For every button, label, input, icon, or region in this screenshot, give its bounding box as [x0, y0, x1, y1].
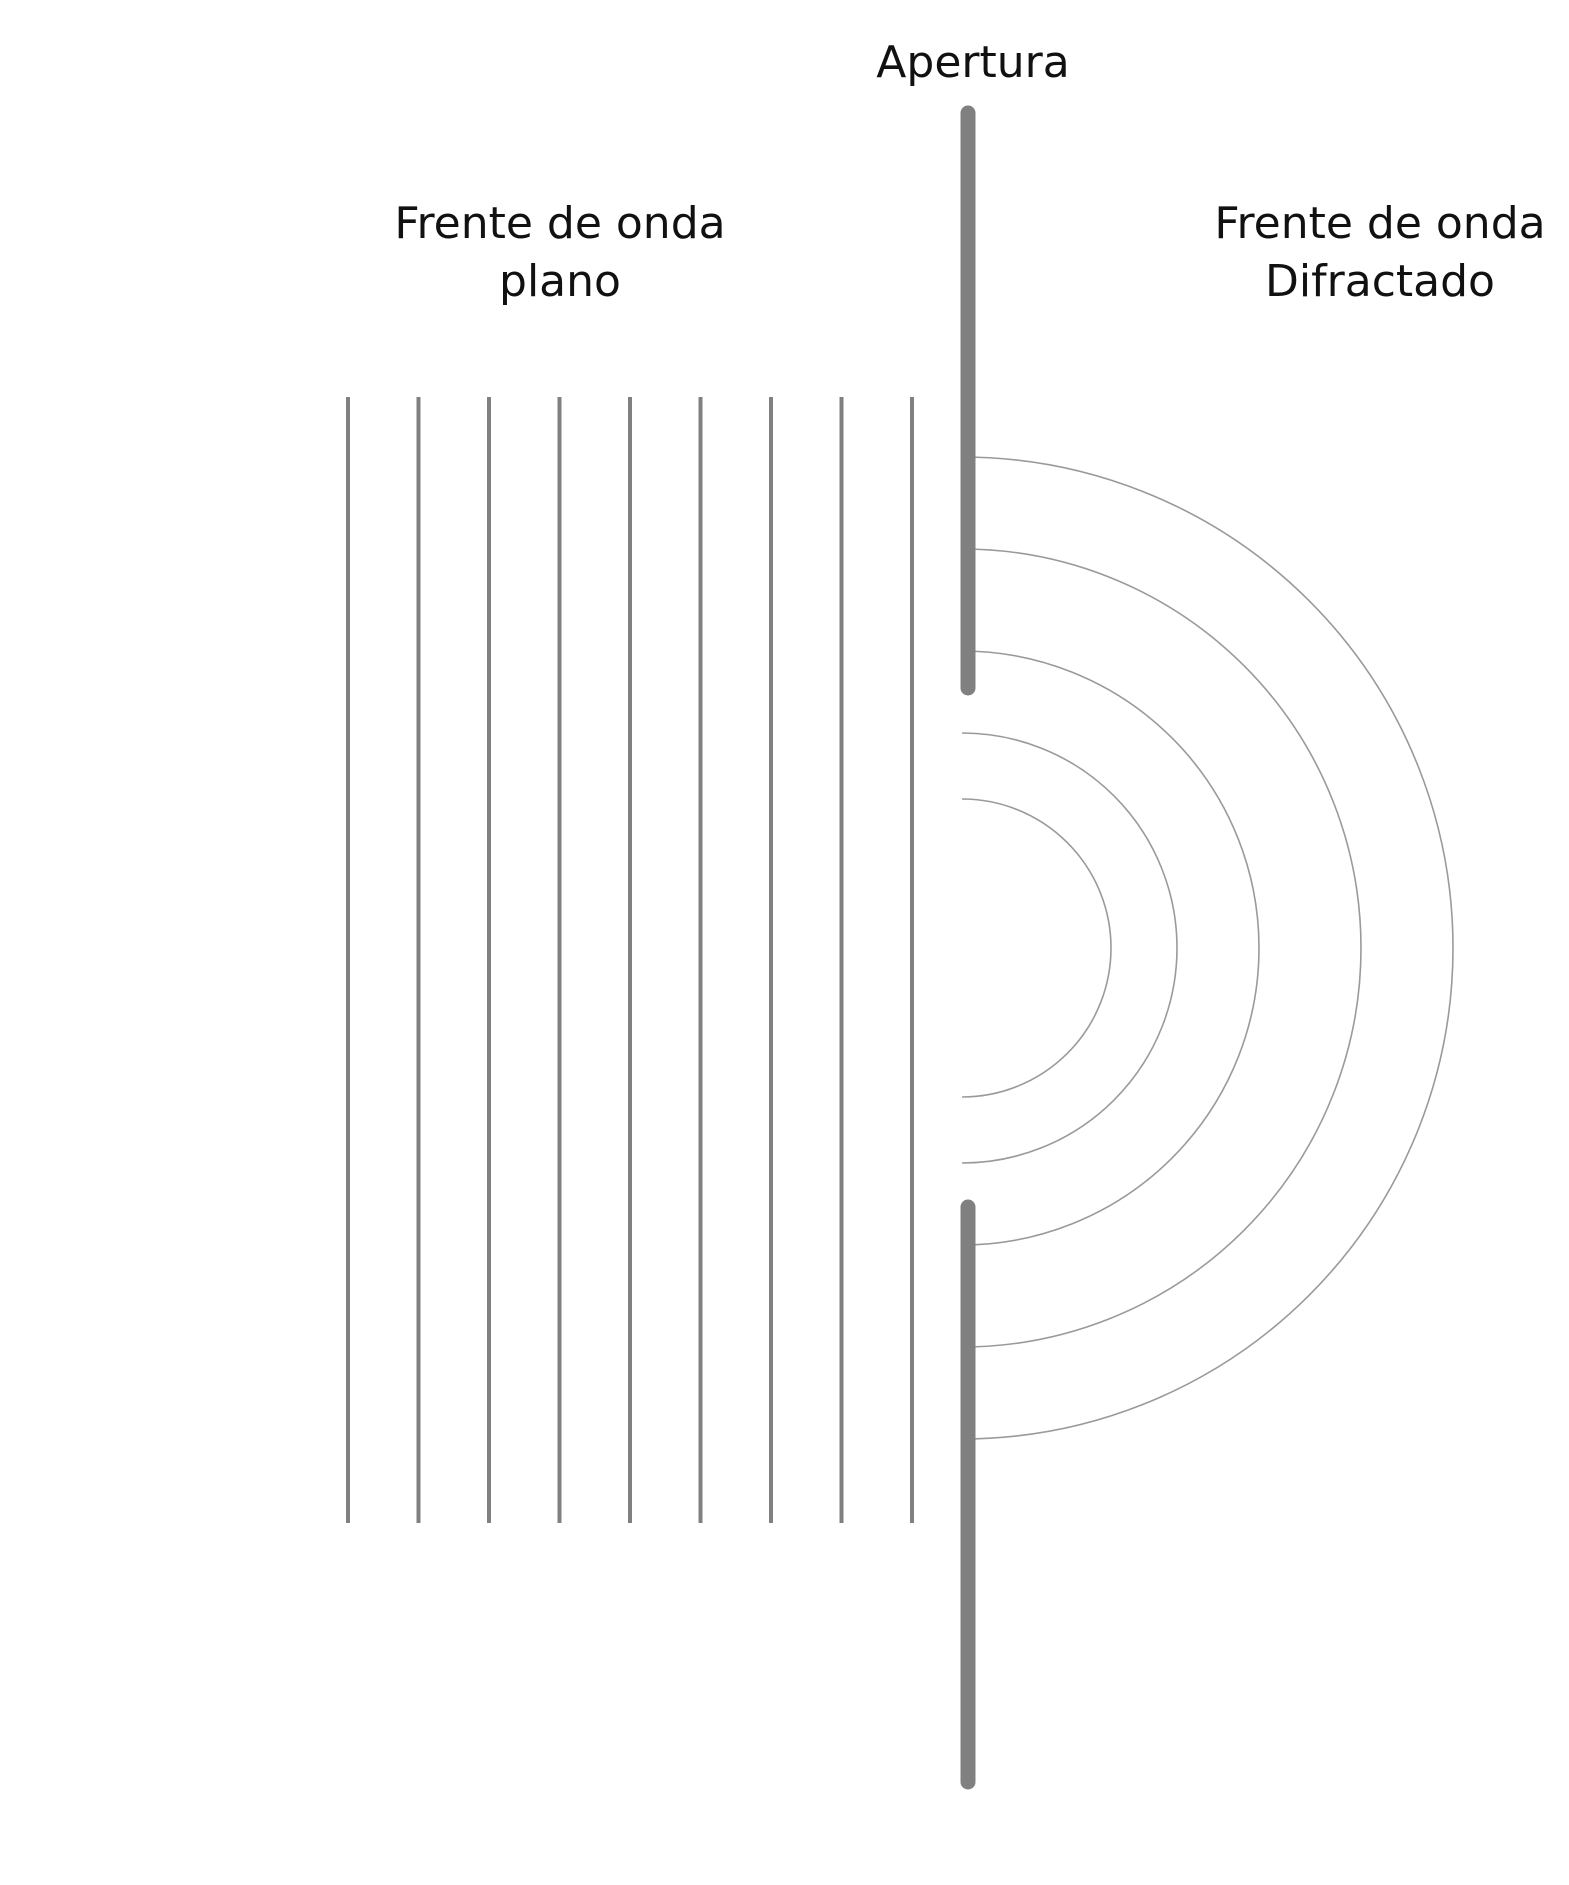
- diffracted-wavefront-label-line2: Difractado: [1265, 256, 1495, 307]
- diffracted-wavefront-arcs: [961, 456, 1454, 1440]
- diffracted-wavefront-arc: [961, 650, 1260, 1246]
- diffracted-wavefront-arc: [961, 798, 1112, 1098]
- plane-wavefront-lines: [346, 397, 914, 1523]
- barrier: [960, 105, 976, 1790]
- plane-wavefront-label: Frente de onda plano: [380, 195, 740, 311]
- plane-wavefront-label-line1: Frente de onda: [394, 198, 726, 249]
- diffracted-wavefront-label: Frente de onda Difractado: [1200, 195, 1560, 311]
- barrier-lower-end: [961, 1207, 975, 1227]
- diffracted-wavefront-arc: [961, 548, 1362, 1348]
- diffracted-wavefront-arc: [961, 732, 1178, 1164]
- plane-wavefront-label-line2: plano: [499, 256, 621, 307]
- barrier-upper-end: [961, 670, 975, 690]
- diffracted-wavefront-arc: [961, 456, 1454, 1440]
- diffracted-wavefront-label-line1: Frente de onda: [1214, 198, 1546, 249]
- aperture-label: Apertura: [876, 37, 1070, 88]
